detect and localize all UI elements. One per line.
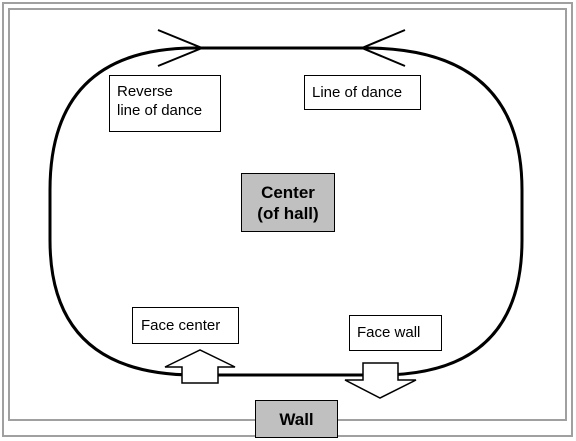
- arrowhead-right-icon: [359, 29, 406, 67]
- reverse-line-of-dance-label: Reverse line of dance: [109, 75, 221, 132]
- line-of-dance-label: Line of dance: [304, 75, 421, 110]
- face-wall-arrow-icon: [344, 362, 417, 399]
- center-of-hall-label: Center (of hall): [241, 173, 335, 232]
- arrowhead-left-icon: [157, 29, 205, 67]
- face-center-label: Face center: [132, 307, 239, 344]
- wall-label: Wall: [255, 400, 338, 438]
- face-center-arrow-icon: [164, 349, 236, 384]
- face-wall-label: Face wall: [349, 315, 442, 351]
